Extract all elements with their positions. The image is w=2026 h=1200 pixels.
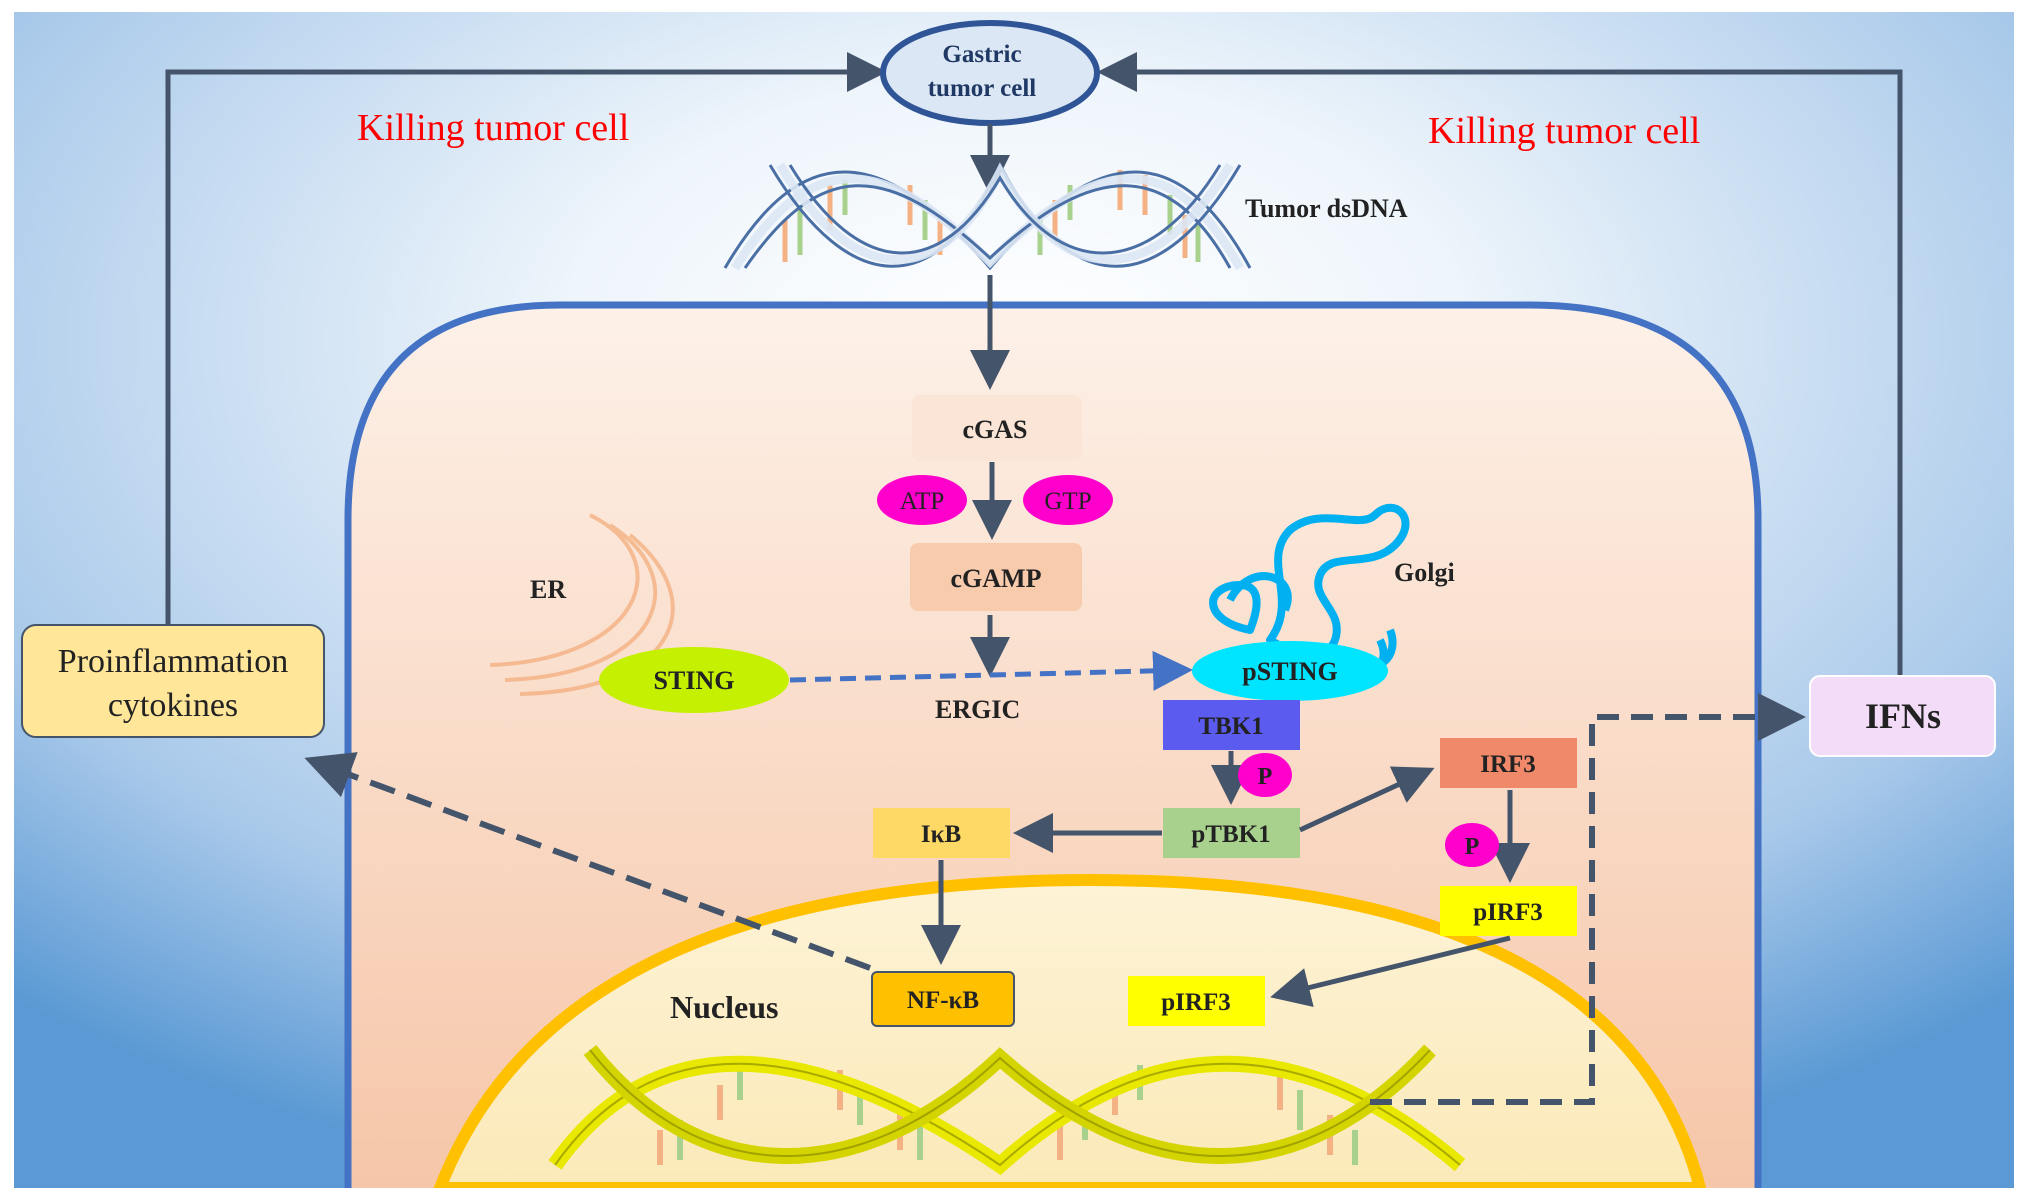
cgamp-node bbox=[910, 543, 1082, 611]
sting-label: STING bbox=[654, 666, 735, 695]
psting-label: pSTING bbox=[1242, 657, 1337, 686]
er-organelle bbox=[489, 513, 675, 696]
left-feedback-line bbox=[165, 52, 887, 625]
arrow-pirf3-to-nucleus bbox=[1270, 935, 1511, 1008]
pirf3-cytoplasm-node bbox=[1440, 886, 1577, 936]
ifns-label: IFNs bbox=[1865, 696, 1941, 736]
cgas-node bbox=[912, 395, 1082, 461]
p-irf3-node bbox=[1445, 823, 1499, 867]
nfkb-label: NF-κB bbox=[907, 987, 979, 1014]
tumor-dsdna-helix bbox=[723, 161, 1252, 271]
psting-node bbox=[1192, 641, 1388, 701]
pirf3-cytoplasm-label: pIRF3 bbox=[1473, 899, 1542, 926]
tumor-dsdna-label: Tumor dsDNA bbox=[1245, 194, 1408, 223]
proinflammation-node bbox=[21, 624, 325, 738]
p-irf3-label: P bbox=[1465, 834, 1480, 860]
nuclear-dna-helix bbox=[548, 1044, 1466, 1176]
killing-tumor-cell-right: Killing tumor cell bbox=[1428, 110, 1700, 152]
ergic-label: ERGIC bbox=[935, 695, 1020, 724]
nfkb-node bbox=[871, 971, 1015, 1027]
pirf3-nucleus-node bbox=[1128, 976, 1265, 1026]
cgamp-label: cGAMP bbox=[951, 564, 1042, 593]
nucleus-label: Nucleus bbox=[670, 989, 778, 1025]
p-tbk1-node bbox=[1238, 753, 1292, 797]
ikb-label: IκB bbox=[921, 821, 961, 848]
gastric-tumor-cell-label-1: Gastric bbox=[942, 41, 1021, 68]
gastric-tumor-cell-label-2: tumor cell bbox=[928, 75, 1037, 102]
p-tbk1-label: P bbox=[1258, 764, 1273, 790]
cgas-label: cGAS bbox=[963, 415, 1028, 444]
proinflammation-label-1: Proinflammation bbox=[58, 643, 288, 680]
atp-label: ATP bbox=[900, 488, 944, 515]
tbk1-label: TBK1 bbox=[1198, 713, 1263, 740]
atp-node bbox=[877, 475, 967, 525]
ikb-node bbox=[873, 808, 1010, 858]
golgi-label: Golgi bbox=[1394, 558, 1455, 587]
arrow-ptbk1-to-irf3 bbox=[1298, 766, 1435, 833]
arrow-dna-to-ifns bbox=[1370, 693, 1806, 1105]
er-label: ER bbox=[530, 575, 566, 604]
ptbk1-node bbox=[1163, 808, 1300, 858]
pirf3-nucleus-label: pIRF3 bbox=[1161, 989, 1230, 1016]
tbk1-node bbox=[1163, 700, 1300, 750]
gtp-node bbox=[1023, 475, 1113, 525]
sting-node bbox=[599, 647, 789, 713]
arrow-sting-to-psting bbox=[789, 650, 1193, 691]
ptbk1-label: pTBK1 bbox=[1191, 821, 1270, 848]
gtp-label: GTP bbox=[1044, 488, 1091, 515]
proinflammation-label-2: cytokines bbox=[108, 687, 238, 724]
gastric-tumor-cell-node bbox=[880, 20, 1100, 126]
killing-tumor-cell-left: Killing tumor cell bbox=[357, 107, 629, 149]
irf3-label: IRF3 bbox=[1480, 751, 1536, 778]
irf3-node bbox=[1440, 738, 1577, 788]
arrow-nfkb-to-proinflammation bbox=[304, 752, 872, 971]
ifns-node bbox=[1809, 675, 1996, 757]
right-feedback-line bbox=[1097, 52, 1903, 675]
